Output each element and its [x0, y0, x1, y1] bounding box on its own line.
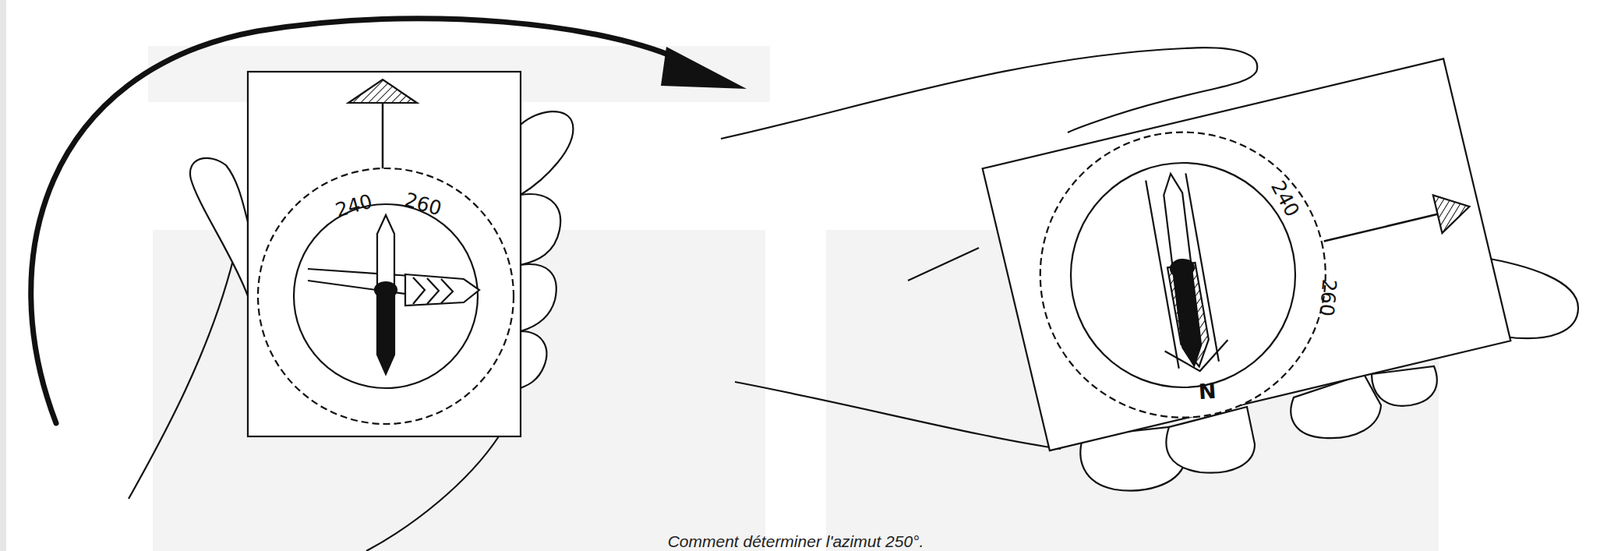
compass-baseplate-left — [247, 71, 521, 437]
compass-baseplate-left-part — [405, 274, 480, 306]
left-hand-part — [520, 111, 573, 195]
right-thumb — [720, 47, 1258, 139]
scan-background — [0, 0, 1439, 551]
left-hand-part — [520, 264, 557, 332]
compass-baseplate-right-part-part — [1169, 257, 1195, 278]
figure-caption: Comment déterminer l'azimut 250°. — [667, 533, 925, 550]
compass-baseplate-left-part — [377, 286, 395, 375]
left-hand-part — [520, 331, 547, 389]
left-hand-part — [190, 158, 248, 297]
scan-background-part — [0, 0, 7, 551]
compass-baseplate-right-part-part — [1010, 102, 1355, 447]
rotation-arrow-part — [660, 46, 747, 89]
right-thumb-part — [720, 47, 1258, 139]
compass-baseplate-right-part-part — [1161, 173, 1191, 267]
left-hand-part — [128, 257, 234, 499]
compass-baseplate-left-part — [374, 282, 397, 298]
compass-baseplate-right-part-part — [1433, 187, 1474, 234]
compass-baseplate-right-part — [1134, 171, 1233, 377]
compass-baseplate-right-part — [1158, 172, 1206, 368]
left-hand-part — [366, 436, 499, 551]
bearing-scale-number: 260 — [1316, 278, 1339, 318]
compass-baseplate-left-part — [413, 277, 453, 304]
compass-baseplate-left-part — [247, 71, 521, 437]
right-hand-part — [734, 381, 1061, 449]
compass-baseplate-left-part — [348, 79, 417, 103]
compass-baseplate-right-part-part — [1172, 264, 1205, 368]
north-mark: N — [1197, 380, 1217, 403]
compass-baseplate-right-part-part — [1167, 262, 1213, 369]
compass-baseplate-left-part — [377, 215, 395, 287]
left-hand-part — [520, 194, 561, 265]
compass-baseplate-right-part — [1070, 162, 1296, 388]
right-hand-part — [907, 247, 979, 281]
compass-baseplate-right-part-part — [1324, 214, 1438, 242]
compass-baseplate-left-part — [257, 168, 514, 424]
